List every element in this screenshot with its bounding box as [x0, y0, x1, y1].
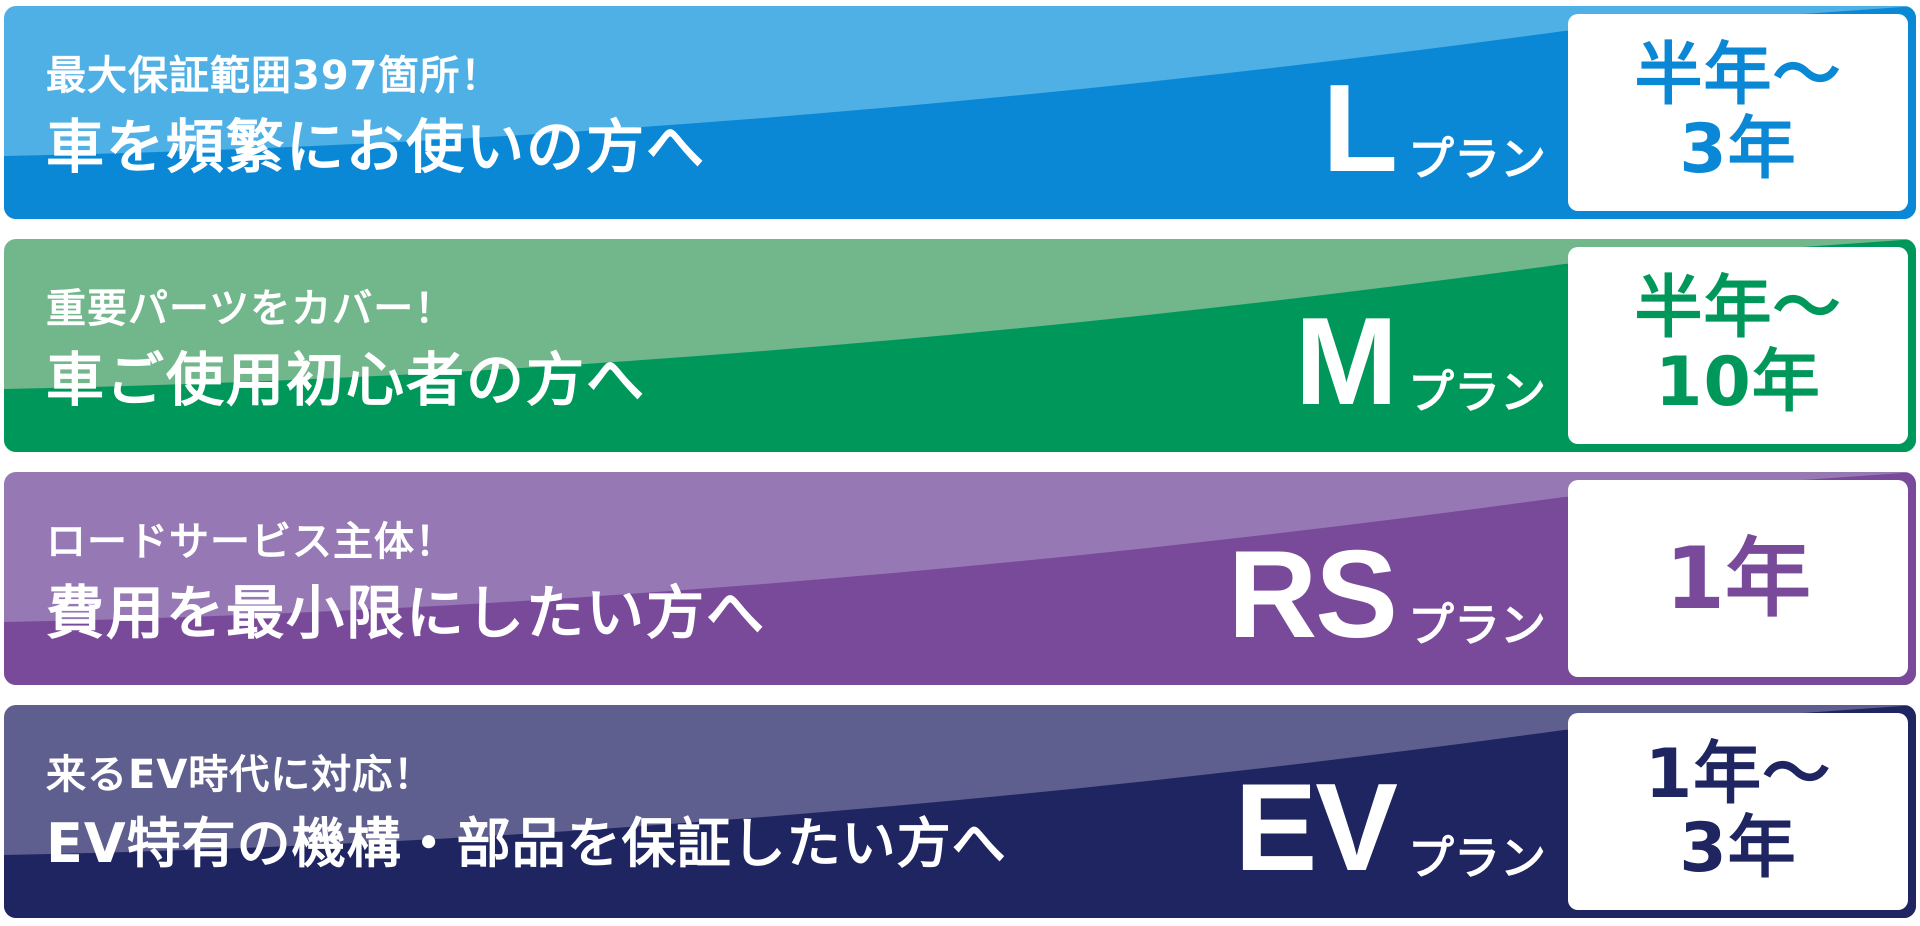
plan-m-tagline: 重要パーツをカバー！ — [46, 286, 456, 332]
plan-rs-target: 費用を最小限にしたい方へ — [46, 579, 767, 647]
plan-ev-target: EV特有の機構・部品を保証したい方へ — [46, 812, 1007, 875]
plan-ev-tagline: 来るEV時代に対応！ — [46, 752, 435, 798]
plan-l-period-line2: 3年 — [1679, 109, 1797, 189]
plan-m-target: 車ご使用初心者の方へ — [46, 346, 647, 414]
plan-rs-period-box: 1年 — [1568, 480, 1908, 677]
plan-l-period-line1: 半年～ — [1634, 36, 1842, 116]
plan-ev-name: EV プラン — [1234, 759, 1546, 897]
plan-l-name: L プラン — [1322, 60, 1546, 198]
plan-rs-letter: RS — [1227, 526, 1398, 664]
plan-m-period-line2: 10年 — [1655, 342, 1821, 422]
plan-l-target: 車を頻繁にお使いの方へ — [46, 113, 707, 181]
plan-rs-period: 1年 — [1665, 528, 1811, 629]
plan-ev-period-box: 1年～ 3年 — [1568, 713, 1908, 910]
plan-l-letter: L — [1322, 60, 1398, 198]
plan-l-suffix: プラン — [1408, 131, 1546, 186]
plan-m-name: M プラン — [1294, 293, 1546, 431]
plan-m-letter: M — [1294, 293, 1398, 431]
plan-rs-name: RS プラン — [1227, 526, 1546, 664]
plan-m-period-line1: 半年～ — [1634, 269, 1842, 349]
plan-card-rs-wave — [4, 472, 1916, 685]
plan-card-ev[interactable]: 来るEV時代に対応！ EV特有の機構・部品を保証したい方へ EV プラン 1年～… — [4, 705, 1916, 918]
plan-card-l[interactable]: 最大保証範囲397箇所！ 車を頻繁にお使いの方へ L プラン 半年～ 3年 — [4, 6, 1916, 219]
plan-card-rs[interactable]: ロードサービス主体！ 費用を最小限にしたい方へ RS プラン 1年 — [4, 472, 1916, 685]
plan-ev-period-line2: 3年 — [1679, 808, 1797, 888]
plan-card-ev-wave — [4, 705, 1916, 918]
plan-card-m[interactable]: 重要パーツをカバー！ 車ご使用初心者の方へ M プラン 半年～ 10年 — [4, 239, 1916, 452]
plan-card-m-wave — [4, 239, 1916, 452]
plan-ev-letter: EV — [1234, 759, 1398, 897]
plan-l-period-box: 半年～ 3年 — [1568, 14, 1908, 211]
plan-m-suffix: プラン — [1408, 364, 1546, 419]
plan-m-period-box: 半年～ 10年 — [1568, 247, 1908, 444]
plan-l-tagline: 最大保証範囲397箇所！ — [46, 53, 502, 99]
plan-rs-tagline: ロードサービス主体！ — [46, 519, 456, 565]
plan-ev-period-line1: 1年～ — [1644, 735, 1832, 815]
plan-card-l-wave — [4, 6, 1916, 219]
plan-rs-suffix: プラン — [1408, 597, 1546, 652]
plan-ev-suffix: プラン — [1408, 830, 1546, 885]
